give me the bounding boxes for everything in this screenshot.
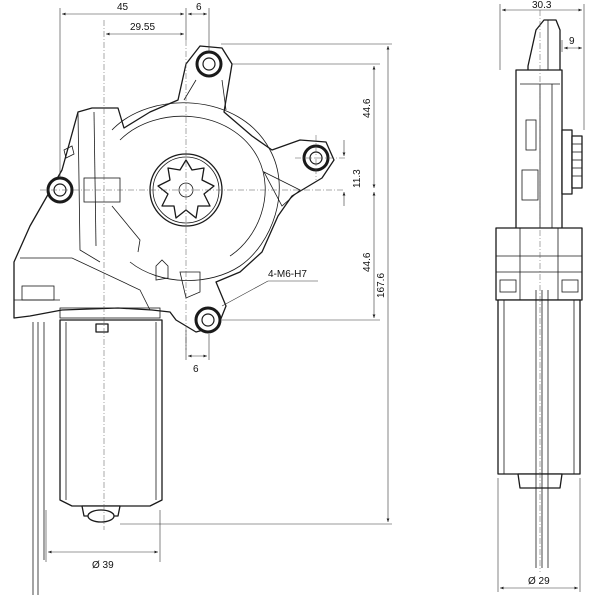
hole-note: 4-M6-H7 [268, 269, 307, 280]
side-output-spline [561, 129, 583, 195]
center-lines [40, 20, 345, 530]
dim-44-6-bottom: 44.6 [362, 252, 373, 272]
dim-dia-39: Ø 39 [92, 560, 114, 571]
side-view [495, 10, 583, 572]
dim-167-6: 167.6 [376, 273, 387, 298]
dim-30-3: 30.3 [532, 0, 552, 11]
side-dimensions: 30.3 9 Ø 29 [497, 0, 585, 592]
dim-44-6-top: 44.6 [362, 98, 373, 118]
dim-29-55: 29.55 [130, 22, 155, 33]
motor-can [59, 319, 163, 523]
dim-9: 9 [569, 36, 575, 47]
dim-11-3: 11.3 [352, 169, 363, 188]
dim-6-bottom: 6 [193, 364, 199, 375]
front-dimensions: 45 6 29.55 44.6 11.3 44.6 167.6 6 [45, 2, 392, 571]
dim-6-top: 6 [196, 2, 202, 13]
wire-leads [32, 322, 45, 595]
dim-dia-29: Ø 29 [528, 576, 550, 587]
front-view [13, 20, 345, 595]
dim-45: 45 [117, 2, 129, 13]
